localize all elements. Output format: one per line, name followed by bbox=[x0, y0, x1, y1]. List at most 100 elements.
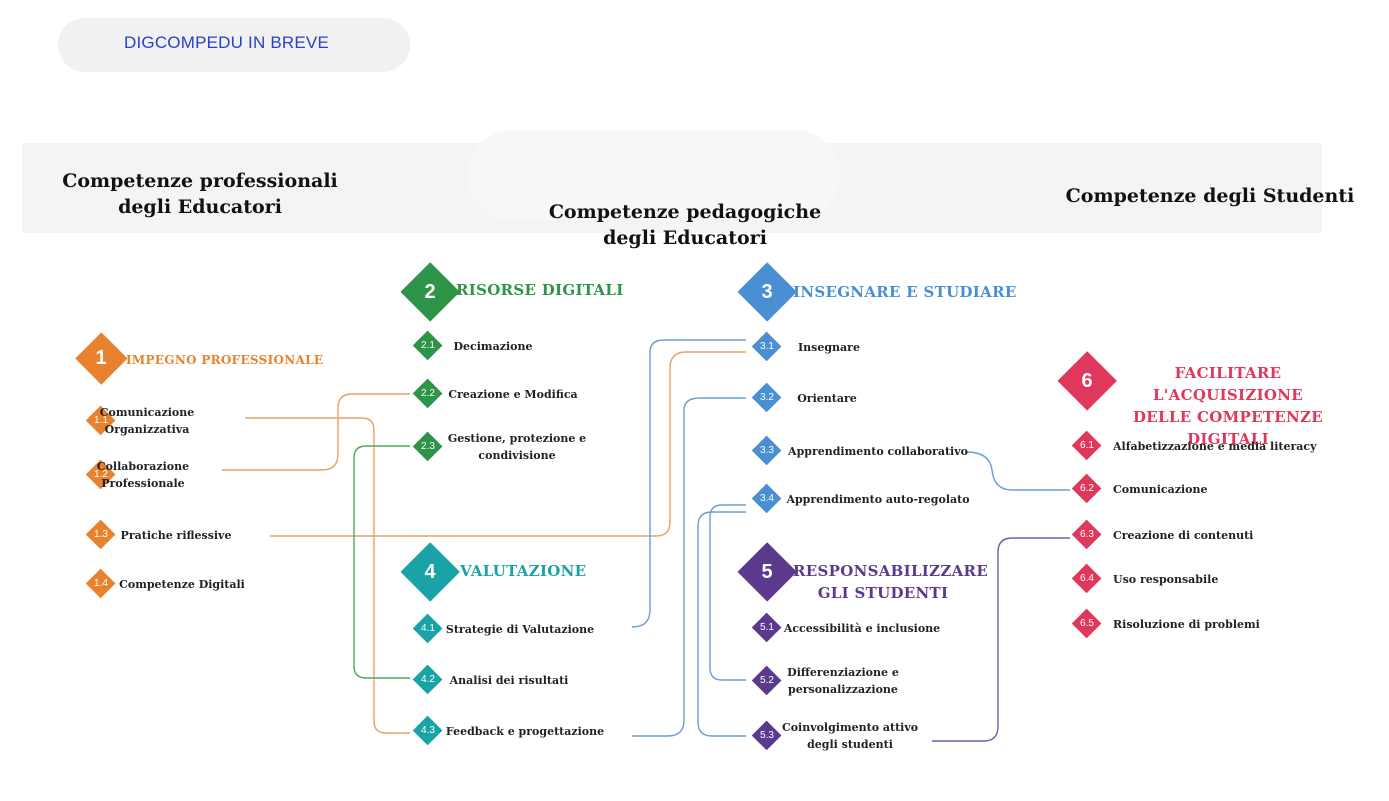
competence-5-3-label-line: Coinvolgimento attivo bbox=[781, 721, 919, 734]
competence-3-2-label: Orientare bbox=[727, 390, 927, 407]
competence-6-4-label-line: Uso responsabile bbox=[1113, 572, 1219, 586]
area-2-title-line: RISORSE DIGITALI bbox=[456, 281, 624, 299]
heading-professional-line-2: degli Educatori bbox=[118, 196, 282, 218]
heading-pedagogical-line-2: degli Educatori bbox=[603, 227, 767, 249]
badge-label: DIGCOMPEDU IN BREVE bbox=[124, 33, 329, 52]
competence-4-2-label: Analisi dei risultati bbox=[409, 672, 609, 689]
competence-5-2-number: 5.2 bbox=[760, 675, 774, 686]
competence-6-2-label-line: Comunicazione bbox=[1113, 482, 1208, 496]
heading-professional-line-1: Competenze professionali bbox=[62, 170, 338, 192]
competence-2-1-label: Decimazione bbox=[393, 338, 593, 355]
competence-2-2-label-line: Creazione e Modifica bbox=[448, 387, 578, 401]
competence-4-1-label: Strategie di Valutazione bbox=[420, 621, 620, 638]
competence-6-1-number: 6.1 bbox=[1080, 440, 1094, 451]
competence-4-2-number: 4.2 bbox=[421, 674, 435, 685]
area-6-title-line: FACILITARE L'ACQUISIZIONE bbox=[1152, 364, 1304, 404]
competence-3-1-label: Insegnare bbox=[729, 339, 929, 356]
header-blob bbox=[468, 130, 840, 220]
competence-5-2-label: Differenziazione e personalizzazione bbox=[743, 664, 943, 698]
competence-6-2-number: 6.2 bbox=[1080, 483, 1094, 494]
area-5-title: RESPONSABILIZZARE GLI STUDENTI bbox=[793, 560, 989, 604]
competence-4-1-label-line: Strategie di Valutazione bbox=[445, 622, 595, 636]
link-1-3-to-3-1 bbox=[270, 351, 746, 537]
competence-4-3-number: 4.3 bbox=[421, 725, 435, 736]
competence-6-5-label: Risoluzione di problemi bbox=[1113, 616, 1333, 633]
competence-1-2-label-line: Professionale bbox=[101, 477, 185, 490]
competence-5-1-label-line: Accessibilità e inclusione bbox=[783, 621, 941, 635]
competence-5-2-label-line: personalizzazione bbox=[788, 683, 898, 696]
competence-6-1-label-line: Alfabetizzazione e media literacy bbox=[1113, 439, 1317, 453]
competence-6-3-label: Creazione di contenuti bbox=[1113, 527, 1333, 544]
competence-1-3-label: Pratiche riflessive bbox=[76, 527, 276, 544]
competence-6-4-label: Uso responsabile bbox=[1113, 571, 1333, 588]
area-4-number: 4 bbox=[424, 561, 436, 583]
competence-6-5-number: 6.5 bbox=[1080, 618, 1094, 629]
area-5-title-line: GLI STUDENTI bbox=[817, 584, 949, 602]
competence-1-4-label: Competenze Digitali bbox=[82, 576, 282, 593]
competence-3-3-label-line: Apprendimento collaborativo bbox=[788, 444, 968, 458]
competence-1-2-number: 1.2 bbox=[94, 469, 108, 480]
area-1-title-line: IMPEGNO PROFESSIONALE bbox=[126, 353, 324, 367]
competence-4-3-label-line: Feedback e progettazione bbox=[445, 724, 605, 738]
competence-2-2-number: 2.2 bbox=[421, 388, 435, 399]
link-3-3-to-6-2 bbox=[965, 451, 1070, 491]
heading-pedagogical-line-1: Competenze pedagogiche bbox=[548, 201, 822, 223]
competence-6-3-label-line: Creazione di contenuti bbox=[1113, 528, 1254, 542]
area-1-number: 1 bbox=[95, 347, 107, 369]
link-4-1-to-3-1 bbox=[631, 339, 746, 628]
competence-6-4-number: 6.4 bbox=[1080, 573, 1094, 584]
competence-5-2-label-line: Differenziazione e bbox=[787, 666, 899, 679]
competence-1-3-label-line: Pratiche riflessive bbox=[120, 528, 232, 542]
area-3-number: 3 bbox=[761, 281, 773, 303]
competence-3-4-label-line: Apprendimento auto-regolato bbox=[786, 492, 970, 506]
link-5-3-to-6-3 bbox=[932, 537, 1070, 742]
competence-2-2-label: Creazione e Modifica bbox=[413, 386, 613, 403]
competence-2-3-label-line: condivisione bbox=[478, 449, 556, 462]
link-4-3-to-3-2 bbox=[632, 397, 746, 737]
title-badge bbox=[58, 18, 410, 72]
area-1-title: IMPEGNO PROFESSIONALE bbox=[126, 349, 326, 371]
link-3-4-to-5-2 bbox=[709, 504, 746, 681]
competence-6-5-label-line: Risoluzione di problemi bbox=[1113, 617, 1260, 631]
link-2-3-to-4-2 bbox=[353, 445, 410, 679]
heading-students: Competenze degli Studenti bbox=[1060, 183, 1360, 209]
competence-5-3-number: 5.3 bbox=[760, 730, 774, 741]
competence-4-1-number: 4.1 bbox=[421, 623, 435, 634]
area-5-title-line: RESPONSABILIZZARE bbox=[793, 562, 989, 580]
area-2-title: RISORSE DIGITALI bbox=[456, 279, 636, 301]
area-6-number: 6 bbox=[1081, 370, 1093, 392]
competence-1-4-label-line: Competenze Digitali bbox=[119, 577, 245, 591]
competence-2-3-label: Gestione, protezione e condivisione bbox=[417, 430, 617, 464]
competence-6-3-number: 6.3 bbox=[1080, 529, 1094, 540]
competence-5-1-label: Accessibilità e inclusione bbox=[762, 620, 962, 637]
competence-3-2-number: 3.2 bbox=[760, 392, 774, 403]
competence-2-3-number: 2.3 bbox=[421, 441, 435, 452]
competence-5-1-number: 5.1 bbox=[760, 622, 774, 633]
competence-2-3-label-line: Gestione, protezione e bbox=[447, 432, 587, 445]
competence-1-1-number: 1.1 bbox=[94, 415, 108, 426]
link-3-4-to-5-3 bbox=[697, 511, 746, 737]
competence-3-3-label: Apprendimento collaborativo bbox=[778, 443, 978, 460]
competence-3-1-label-line: Insegnare bbox=[798, 340, 860, 354]
competence-6-1-label: Alfabetizzazione e media literacy bbox=[1113, 438, 1333, 455]
competence-1-1-label-line: Comunicazione bbox=[99, 406, 195, 419]
heading-pedagogical: Competenze pedagogiche degli Educatori bbox=[520, 199, 850, 251]
competence-4-3-label: Feedback e progettazione bbox=[425, 723, 625, 740]
area-6-title-line: DELLE COMPETENZE DIGITALI bbox=[1133, 408, 1323, 448]
competence-3-4-number: 3.4 bbox=[760, 493, 774, 504]
link-1-1-to-4-3 bbox=[245, 417, 410, 734]
competence-3-1-number: 3.1 bbox=[760, 341, 774, 352]
competence-1-3-number: 1.3 bbox=[94, 529, 108, 540]
competence-1-2-label-line: Collaborazione bbox=[96, 460, 190, 473]
area-4-title-line: VALUTAZIONE bbox=[460, 562, 587, 580]
competence-3-3-number: 3.3 bbox=[760, 445, 774, 456]
competence-6-2-label: Comunicazione bbox=[1113, 481, 1333, 498]
heading-students-line-1: Competenze degli Studenti bbox=[1065, 185, 1355, 207]
area-3-title: INSEGNARE E STUDIARE bbox=[793, 281, 1033, 303]
competence-4-2-label-line: Analisi dei risultati bbox=[449, 673, 569, 687]
competence-1-4-number: 1.4 bbox=[94, 578, 108, 589]
